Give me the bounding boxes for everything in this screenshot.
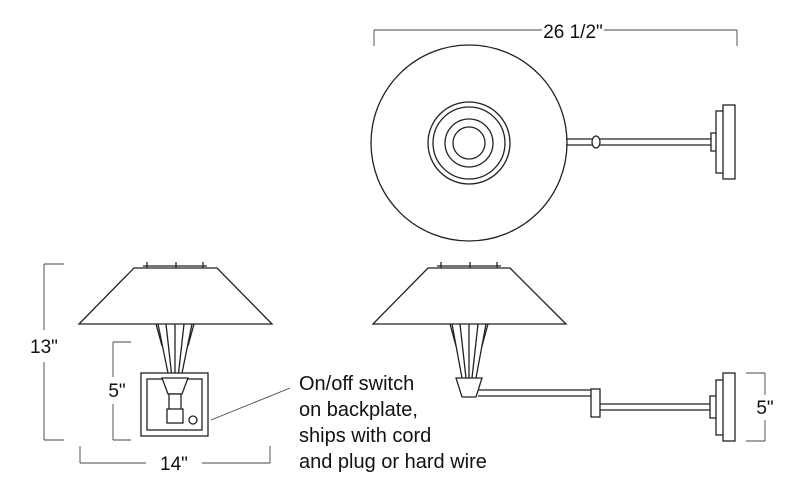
side-stems [451, 323, 487, 379]
front-width-dimension: 14" [79, 446, 271, 475]
side-backplate-height-label: 5" [756, 398, 773, 419]
shade-inner-ring-outer [427, 101, 511, 185]
switch-leader-line [210, 387, 291, 421]
shade-top-outline [370, 44, 568, 242]
note-line-4: and plug or hard wire [299, 451, 487, 473]
top-width-label: 26 1/2" [543, 22, 603, 43]
note-line-1: On/off switch [299, 373, 414, 395]
backplate-top [722, 104, 736, 180]
front-view: 13" 5" 14" [30, 262, 291, 475]
overall-height-label: 13" [30, 337, 58, 358]
switch-icon [188, 415, 198, 425]
front-arm-knuckle [166, 408, 184, 424]
side-coupler [455, 377, 483, 398]
backplate-height-label: 5" [108, 381, 125, 402]
switch-note: On/off switch on backplate, ships with c… [299, 373, 487, 473]
side-view: 5" [371, 262, 774, 442]
front-arm-stub [168, 393, 182, 411]
front-side-arms [155, 323, 195, 347]
shade-inner-ring [432, 106, 506, 180]
side-backplate [722, 372, 736, 442]
side-side-arms [449, 323, 489, 347]
top-arm [566, 138, 716, 146]
front-coupler [161, 377, 189, 395]
side-backplate-height-dimension: 5" [746, 372, 774, 442]
note-line-3: ships with cord [299, 425, 431, 447]
top-width-dimension: 26 1/2" [373, 22, 738, 46]
arm-joint-top [591, 135, 601, 149]
side-arm-rear [600, 403, 712, 411]
front-stems [157, 323, 193, 379]
note-line-2: on backplate, [299, 399, 418, 421]
side-arm-joint [590, 388, 601, 418]
front-shade [77, 267, 274, 325]
front-width-label: 14" [160, 454, 188, 475]
backplate-height-dimension: 5" [108, 341, 131, 441]
side-arm-front [478, 389, 592, 397]
side-shade-cap [437, 262, 501, 268]
socket-ring [444, 118, 494, 168]
top-view: 26 1/2" [370, 22, 738, 242]
socket-center [452, 126, 486, 160]
front-shade-cap [143, 262, 207, 268]
overall-height-dimension: 13" [30, 263, 64, 441]
side-shade [371, 267, 568, 325]
